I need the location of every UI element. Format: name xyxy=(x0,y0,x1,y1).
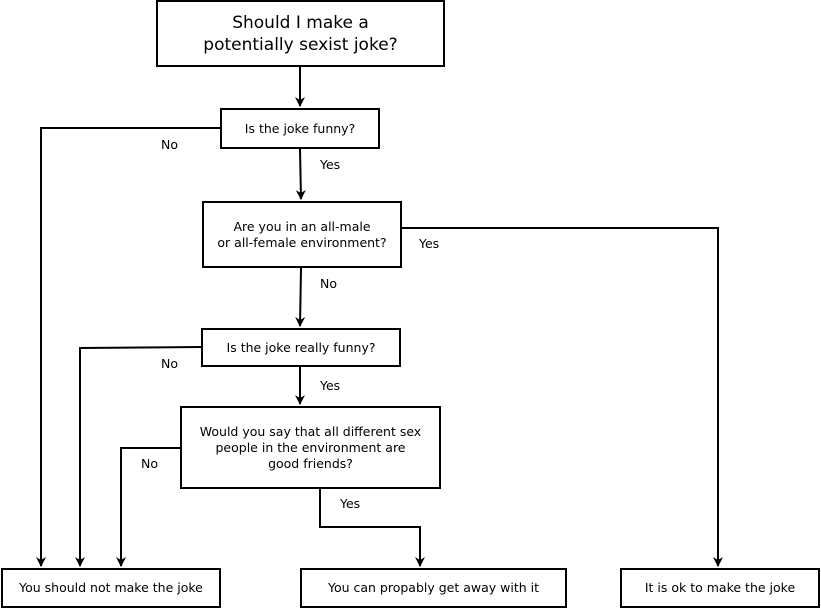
outcome-ok: It is ok to make the joke xyxy=(620,568,820,608)
outcome-text: You should not make the joke xyxy=(19,580,203,595)
edge-q4-no xyxy=(116,447,181,567)
question-joke-funny: Is the joke funny? xyxy=(220,108,380,149)
outcome-text: You can propably get away with it xyxy=(327,580,540,595)
outcome-text: It is ok to make the joke xyxy=(644,580,796,595)
question-environment: Are you in an all-male or all-female env… xyxy=(202,201,402,268)
title-line-1: Should I make a xyxy=(232,12,369,33)
question-text-line: good friends? xyxy=(268,455,353,471)
edge-label-q3-no: No xyxy=(161,356,178,371)
edge-label-q1-yes: Yes xyxy=(320,157,341,172)
question-joke-really-funny: Is the joke really funny? xyxy=(201,328,401,367)
edge-q2-no xyxy=(295,267,306,327)
question-text-line: Would you say that all different sex xyxy=(199,423,422,439)
title-box: Should I make a potentially sexist joke? xyxy=(156,0,445,67)
edge-q1-no xyxy=(36,127,221,567)
edge-label-q4-yes: Yes xyxy=(340,496,361,511)
edge-q4-yes xyxy=(319,488,425,567)
outcome-should-not: You should not make the joke xyxy=(1,568,221,608)
edge-q2-yes xyxy=(402,227,723,567)
question-text: Is the joke funny? xyxy=(244,120,356,136)
outcome-propably: You can propably get away with it xyxy=(300,568,567,608)
edge-label-q2-yes: Yes xyxy=(419,236,440,251)
edge-label-q3-yes: Yes xyxy=(320,378,341,393)
question-text-line: people in the environment are xyxy=(215,439,406,455)
edge-label-q1-no: No xyxy=(161,137,178,152)
edge-label-q4-no: No xyxy=(141,456,158,471)
question-text-line: Are you in an all-male xyxy=(233,218,371,234)
edge-label-q2-no: No xyxy=(320,276,337,291)
title-line-2: potentially sexist joke? xyxy=(203,34,398,55)
question-text: Is the joke really funny? xyxy=(226,339,376,355)
question-text-line: or all-female environment? xyxy=(217,234,387,250)
edge-q1-yes xyxy=(295,148,306,200)
question-good-friends: Would you say that all different sex peo… xyxy=(180,406,441,489)
edge-q3-no xyxy=(75,346,203,567)
